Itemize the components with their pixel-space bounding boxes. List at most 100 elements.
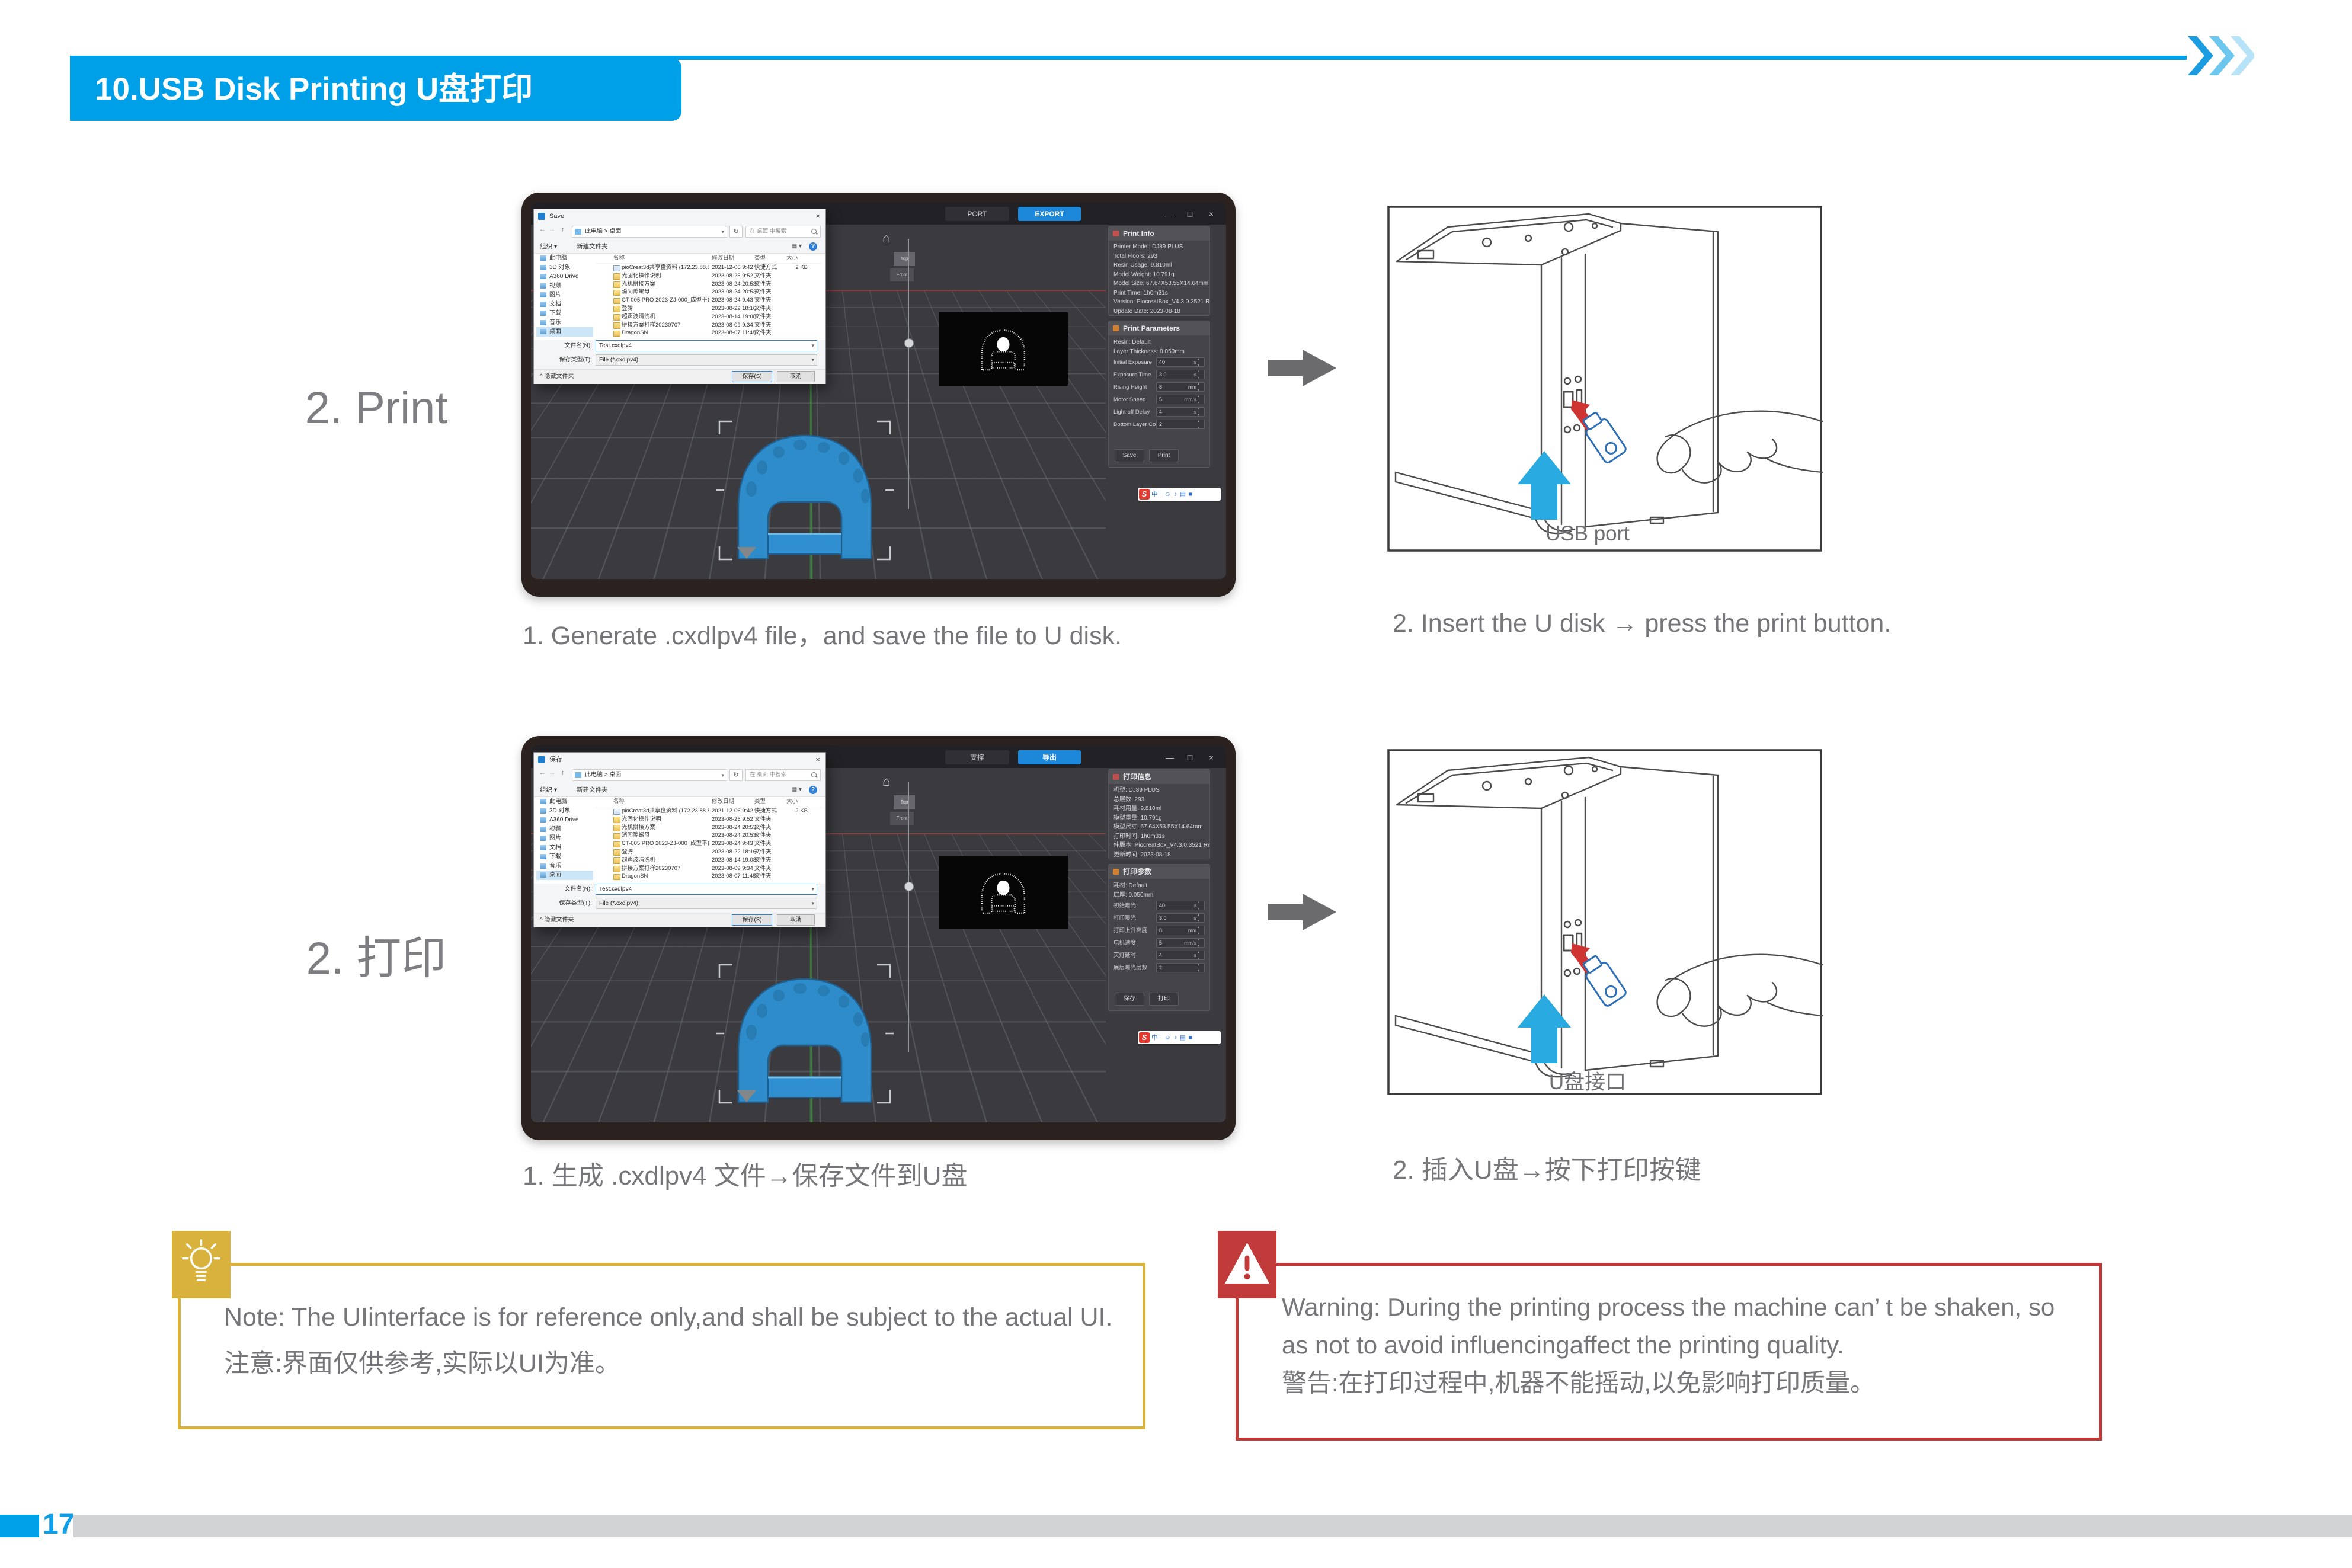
column-date[interactable]: 修改日期 (712, 798, 735, 805)
column-name[interactable]: 名称 (613, 255, 625, 261)
param-input[interactable]: 4 s (1156, 407, 1205, 417)
file-row[interactable]: 登腾 2023-08-22 18:16 文件夹 (596, 848, 822, 856)
hide-folders-toggle[interactable]: ^ 隐藏文件夹 (540, 917, 574, 923)
sidebar-item[interactable]: A360 Drive (536, 272, 593, 281)
file-row[interactable]: DragonSN 2023-08-07 11:48 文件夹 (596, 872, 822, 881)
column-type[interactable]: 类型 (754, 798, 766, 805)
spinner-icon[interactable] (1198, 900, 1203, 911)
file-row[interactable]: 消间隙螺母 2023-08-24 20:53 文件夹 (596, 831, 822, 840)
sidebar-item[interactable]: 文档 (536, 843, 593, 853)
param-input[interactable]: 2 (1156, 419, 1205, 430)
param-input[interactable]: 4 s (1156, 950, 1205, 961)
param-input[interactable]: 2 (1156, 962, 1205, 973)
support-tab[interactable]: 支撑 (945, 750, 1009, 764)
home-icon[interactable]: ⌂ (882, 231, 891, 245)
hide-folders-toggle[interactable]: ^ 隐藏文件夹 (540, 373, 574, 380)
spinner-icon[interactable] (1198, 419, 1203, 430)
close-button[interactable]: × (1208, 209, 1214, 219)
param-input[interactable]: 5 mm/s (1156, 394, 1205, 405)
sidebar-item[interactable]: 3D 对象 (536, 807, 593, 816)
file-row[interactable]: 超声波清洗机 2023-08-14 19:08 文件夹 (596, 856, 822, 865)
file-row[interactable]: 消间隙螺母 2023-08-24 20:53 文件夹 (596, 288, 822, 296)
file-row[interactable]: 拼接方案打样20230707 2023-08-09 9:34 文件夹 (596, 865, 822, 873)
spinner-icon[interactable] (1198, 369, 1203, 380)
save-button[interactable]: Save (1115, 449, 1144, 462)
dialog-close-icon[interactable]: × (815, 212, 820, 220)
sidebar-item[interactable]: 此电脑 (536, 254, 593, 263)
sidebar-item[interactable]: 视频 (536, 825, 593, 834)
restore-button[interactable]: □ (1187, 753, 1193, 762)
param-input[interactable]: 3.0 s (1156, 913, 1205, 923)
file-row[interactable]: CT-005 PRO 2023-ZJ-000_成型平台组件 2023-08-24… (596, 840, 822, 848)
back-icon[interactable]: ← (539, 226, 546, 233)
print-button[interactable]: 打印 (1149, 993, 1179, 1006)
chevron-down-icon[interactable]: ▾ (811, 886, 814, 892)
sidebar-item[interactable]: A360 Drive (536, 815, 593, 825)
file-row[interactable]: 光固化操作说明 2023-08-25 9:52 文件夹 (596, 272, 822, 280)
sidebar-item[interactable]: 图片 (536, 290, 593, 300)
minimize-button[interactable]: — (1166, 753, 1174, 762)
view-front-button[interactable]: Front (890, 812, 914, 825)
column-date[interactable]: 修改日期 (712, 255, 735, 261)
dialog-save-button[interactable]: 保存(S) (732, 371, 772, 382)
support-tab[interactable]: PORT (945, 207, 1009, 221)
save-button[interactable]: 保存 (1115, 993, 1144, 1006)
dialog-close-icon[interactable]: × (815, 755, 820, 764)
sidebar-item[interactable]: 文档 (536, 300, 593, 309)
layer-slider[interactable] (904, 239, 914, 509)
spinner-icon[interactable] (1198, 925, 1203, 936)
new-folder-button[interactable]: 新建文件夹 (577, 786, 608, 793)
organize-menu[interactable]: 组织 ▾ (540, 786, 558, 793)
file-row[interactable]: pioCreat3d共享盘资料 (172.23.88.88) - 快捷方式 20… (596, 264, 822, 272)
sidebar-item[interactable]: 此电脑 (536, 797, 593, 807)
chevron-down-icon[interactable]: ▾ (721, 229, 724, 235)
view-options-icon[interactable]: ▦ ▾ (791, 243, 802, 249)
file-row[interactable]: CT-005 PRO 2023-ZJ-000_成型平台组件 2023-08-24… (596, 296, 822, 305)
spinner-icon[interactable] (1198, 382, 1203, 392)
spinner-icon[interactable] (1198, 407, 1203, 417)
param-input[interactable]: 40 s (1156, 357, 1205, 367)
spinner-icon[interactable] (1198, 357, 1203, 367)
view-top-button[interactable]: Top (894, 252, 915, 266)
viewport[interactable]: ⌂ Top Front (531, 225, 1106, 579)
view-front-button[interactable]: Front (890, 268, 914, 281)
refresh-button[interactable]: ↻ (729, 769, 743, 781)
forward-icon[interactable]: → (549, 769, 555, 776)
export-button[interactable]: 导出 (1018, 750, 1081, 764)
file-row[interactable]: 登腾 2023-08-22 18:16 文件夹 (596, 305, 822, 313)
layer-slider-handle[interactable] (904, 882, 914, 891)
spinner-icon[interactable] (1198, 937, 1203, 948)
cancel-button[interactable]: 取消 (777, 371, 815, 382)
up-icon[interactable]: ↑ (561, 226, 565, 233)
column-type[interactable]: 类型 (754, 255, 766, 261)
column-size[interactable]: 大小 (786, 255, 798, 261)
file-row[interactable]: 超声波清洗机 2023-08-14 19:08 文件夹 (596, 313, 822, 321)
spinner-icon[interactable] (1198, 962, 1203, 973)
restore-button[interactable]: □ (1187, 209, 1193, 219)
sidebar-item[interactable]: 图片 (536, 834, 593, 843)
param-input[interactable]: 3.0 s (1156, 369, 1205, 380)
chevron-down-icon[interactable]: ▾ (811, 343, 814, 348)
sidebar-item[interactable]: 3D 对象 (536, 263, 593, 273)
view-options-icon[interactable]: ▦ ▾ (791, 786, 802, 793)
close-button[interactable]: × (1208, 753, 1214, 762)
home-icon[interactable]: ⌂ (882, 774, 891, 789)
column-size[interactable]: 大小 (786, 798, 798, 805)
dialog-save-button[interactable]: 保存(S) (732, 914, 772, 926)
sidebar-item[interactable]: 下载 (536, 852, 593, 862)
search-input[interactable]: 在 桌面 中搜索 (745, 769, 821, 781)
back-icon[interactable]: ← (539, 769, 546, 776)
param-input[interactable]: 8 mm (1156, 925, 1205, 936)
sidebar-item[interactable]: 桌面 (536, 327, 593, 337)
param-input[interactable]: 40 s (1156, 900, 1205, 911)
view-top-button[interactable]: Top (894, 795, 915, 809)
file-row[interactable]: pioCreat3d共享盘资料 (172.23.88.88) - 快捷方式 20… (596, 807, 822, 815)
file-row[interactable]: 光固化操作说明 2023-08-25 9:52 文件夹 (596, 815, 822, 824)
param-input[interactable]: 8 mm (1156, 382, 1205, 392)
breadcrumb[interactable]: 此电脑 > 桌面 ▾ (572, 769, 727, 781)
filename-input[interactable]: Test.cxdlpv4 ▾ (596, 340, 817, 351)
help-icon[interactable]: ? (809, 242, 817, 251)
sidebar-item[interactable]: 视频 (536, 281, 593, 291)
